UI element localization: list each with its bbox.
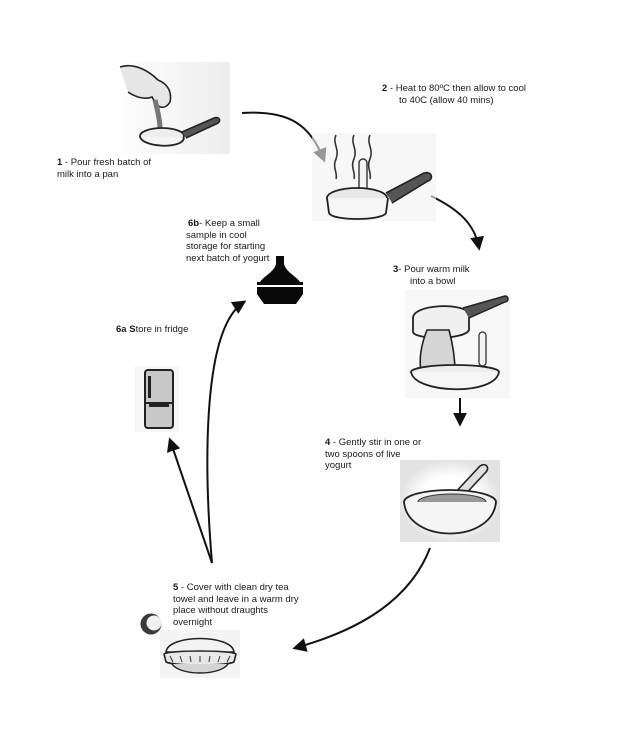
fridge-icon [135, 366, 179, 432]
moon-icon [140, 613, 162, 635]
arrow-5-to-6b [206, 300, 247, 564]
arrow-4-to-5 [292, 547, 431, 652]
hand-pouring-milk-into-pan-icon [110, 62, 230, 154]
arrow-2-to-3 [430, 195, 484, 251]
pan-pouring-into-bowl-icon [405, 290, 510, 398]
storage-jar-icon [257, 256, 303, 304]
step-6b-label: 6b- Keep a small sample in cool storage … [186, 218, 270, 264]
step-5-label: 5 - Cover with clean dry tea towel and l… [173, 582, 299, 628]
arrow-5-to-6a [166, 437, 213, 564]
step-2-label: 2 - Heat to 80ºC then allow to cool to 4… [382, 83, 526, 106]
covered-bowl-icon [160, 630, 240, 678]
step-3-label: 3- Pour warm milk into a bowl [393, 264, 470, 287]
step-6a-label: 6a Store in fridge [116, 324, 189, 335]
heating-pan-thermometer-icon [312, 133, 436, 221]
step-4-label: 4 - Gently stir in one or two spoons of … [325, 437, 422, 471]
step-1-label: 1 - Pour fresh batch of milk into a pan [57, 157, 152, 180]
bowl-with-spoon-icon [400, 460, 500, 542]
